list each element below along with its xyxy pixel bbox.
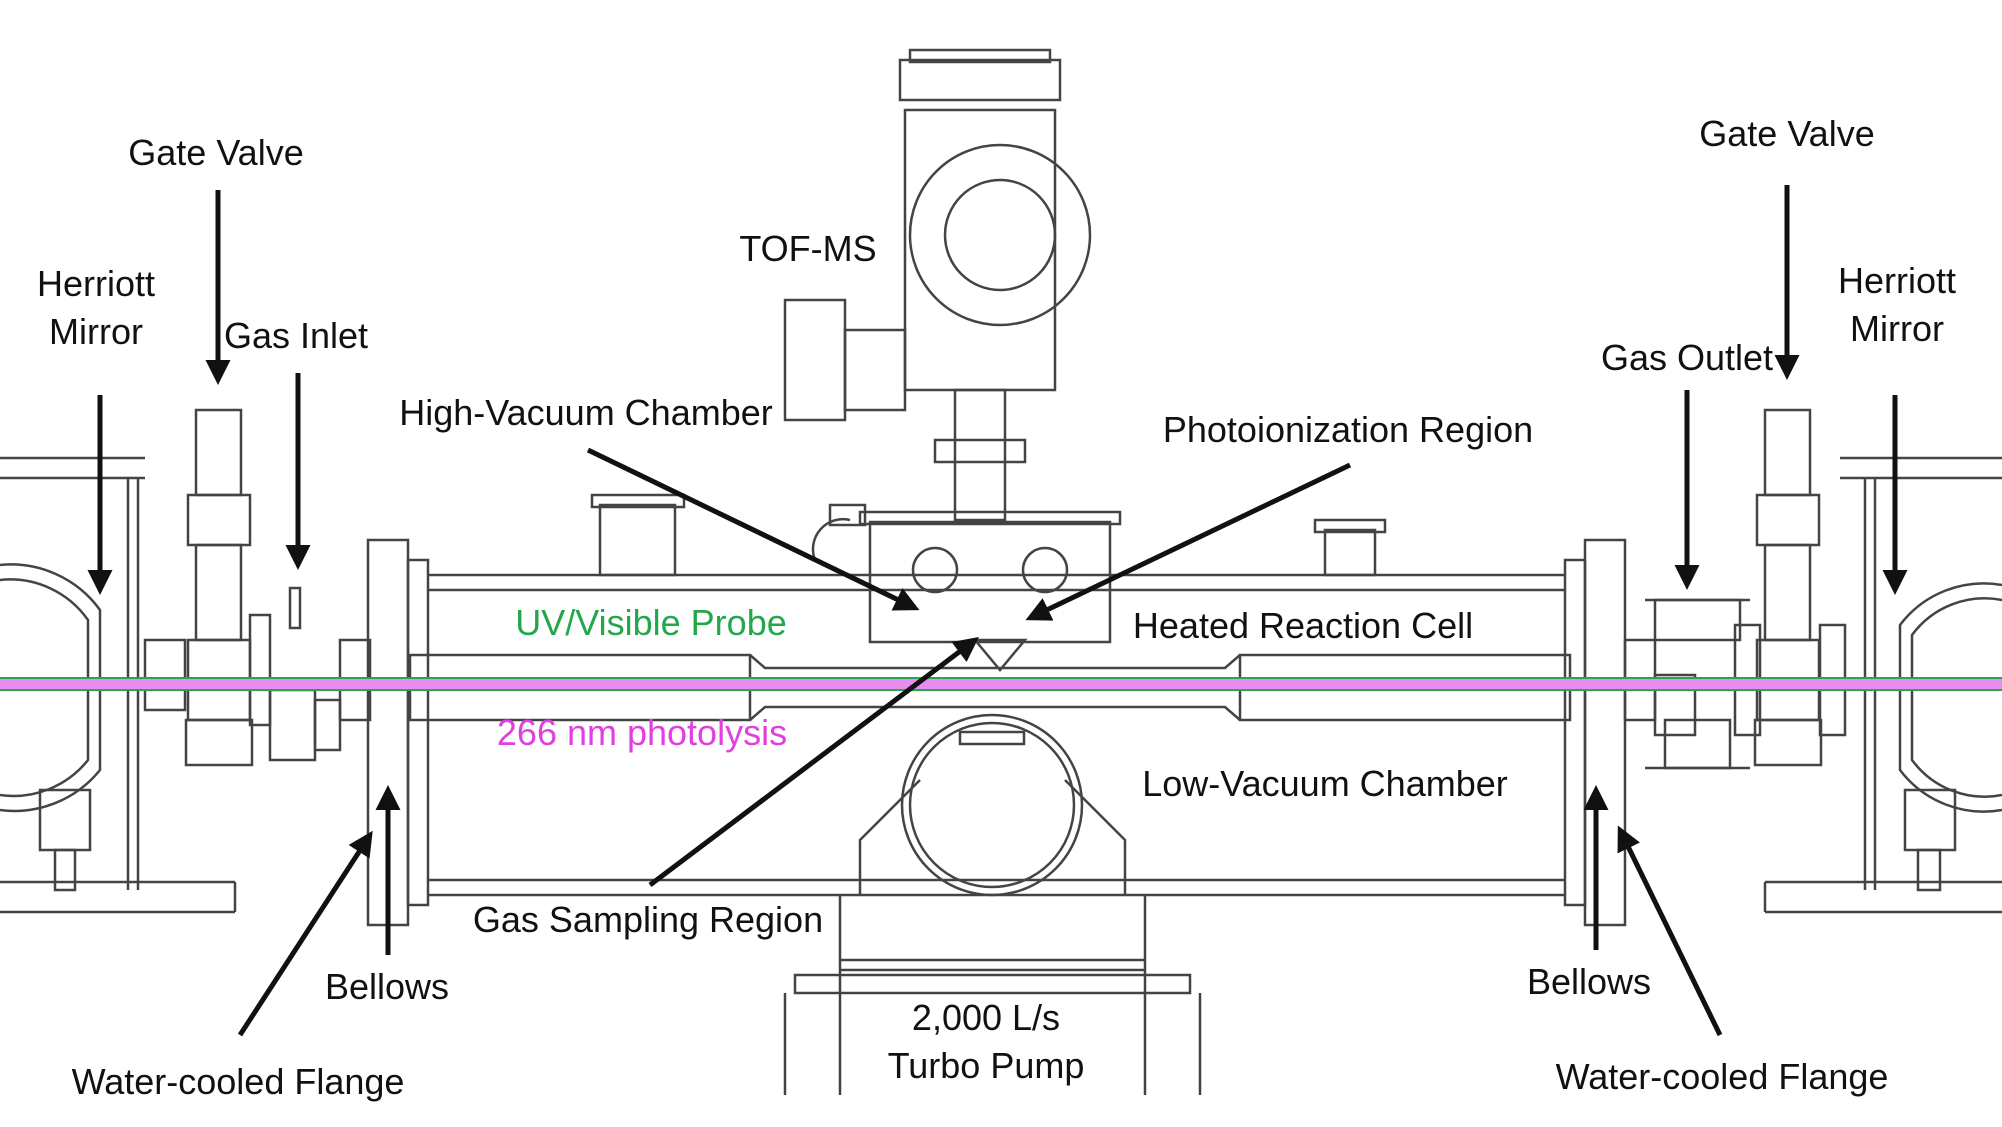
gas-outlet-label: Gas Outlet: [1600, 337, 1774, 378]
water-cooled-flange-left-label: Water-cooled Flange: [71, 1061, 405, 1102]
turbo-pump-line1: 2,000 L/s: [911, 997, 1061, 1038]
gas-inlet-label: Gas Inlet: [223, 315, 369, 356]
arrow-gas-sampling-region: [648, 636, 979, 887]
gate-valve-left-body: [143, 408, 272, 767]
gas-sampling-region-label: Gas Sampling Region: [472, 899, 824, 940]
photoionization-chamber-body: [811, 503, 1122, 644]
herriott-mirror-left-line1: Herriott: [36, 263, 156, 304]
photolysis-label: 266 nm photolysis: [496, 712, 788, 753]
gate-valve-left-label: Gate Valve: [128, 132, 304, 173]
arrow-water-cooled-flange-right: [1617, 825, 1723, 1037]
water-cooled-flange-right-label: Water-cooled Flange: [1555, 1056, 1889, 1097]
gate-valve-right-label: Gate Valve: [1699, 113, 1875, 154]
arrow-photoionization-region: [1025, 462, 1352, 621]
herriott-mirror-right-line2: Mirror: [1850, 308, 1944, 349]
turbo-pump-body: [783, 713, 1202, 1095]
bellows-right-label: Bellows: [1526, 961, 1652, 1002]
turbo-pump-line2: Turbo Pump: [887, 1045, 1085, 1086]
gate-valve-right-body: [1733, 408, 1847, 767]
herriott-mirror-right-line1: Herriott: [1837, 260, 1957, 301]
label-arrows: [87, 185, 1908, 1037]
low-vacuum-chamber-label: Low-Vacuum Chamber: [1142, 763, 1508, 804]
laser-beams: [0, 677, 2002, 691]
high-vacuum-chamber-label: High-Vacuum Chamber: [399, 392, 773, 433]
arrow-high-vacuum-chamber: [586, 447, 920, 611]
low-vacuum-chamber-body: [428, 493, 1565, 897]
herriott-mirror-left-line2: Mirror: [49, 311, 143, 352]
turbo-pump-label: 2,000 L/s Turbo Pump: [888, 994, 1085, 1090]
arrow-water-cooled-flange-left: [237, 830, 373, 1037]
heated-reaction-cell-label: Heated Reaction Cell: [1132, 605, 1474, 646]
uv-visible-probe-label: UV/Visible Probe: [515, 602, 787, 643]
tof-ms-label: TOF-MS: [739, 228, 877, 269]
bellows-left-label: Bellows: [324, 966, 450, 1007]
bellows-right-body: [1563, 538, 1697, 927]
herriott-mirror-left-label: Herriott Mirror: [37, 260, 155, 356]
herriott-mirror-right-label: Herriott Mirror: [1838, 257, 1956, 353]
gas-outlet-fitting: [1645, 598, 1750, 770]
tof-ms-body: [783, 48, 1092, 522]
sampling-cone: [972, 638, 1028, 672]
photoionization-region-label: Photoionization Region: [1162, 409, 1534, 450]
